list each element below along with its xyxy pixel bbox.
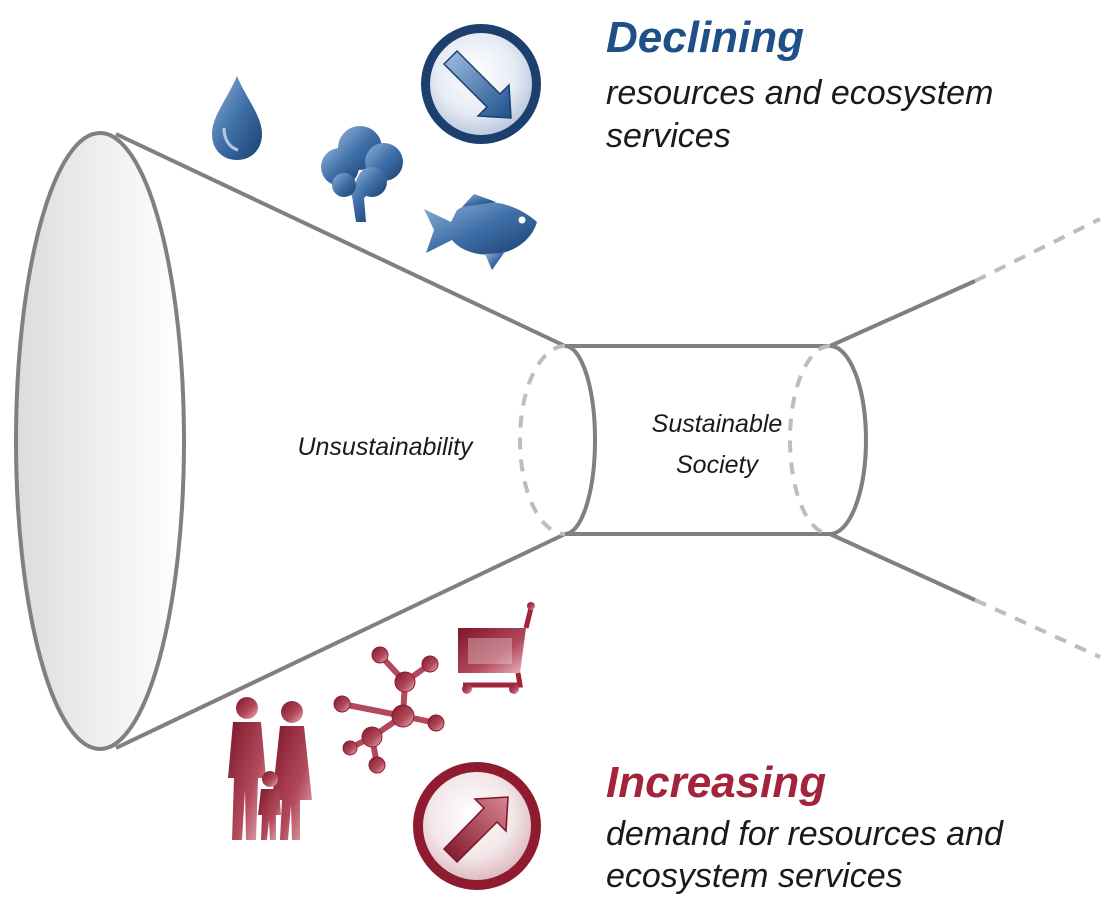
declining-subtext-line1: resources and ecosystem	[606, 74, 993, 112]
increasing-subtext-line1: demand for resources and	[606, 815, 1004, 853]
unsustainability-label: Unsustainability	[297, 433, 474, 461]
cone-bottom-edge	[115, 532, 566, 750]
funnel-mouth	[14, 131, 186, 751]
funnel-dashed-parts	[518, 217, 1101, 659]
sustainable-label: Sustainable	[652, 410, 783, 438]
declining-arrow-button	[421, 24, 541, 144]
increasing-heading: Increasing	[606, 758, 826, 807]
increasing-subtext-line2: ecosystem services	[606, 857, 903, 895]
shopping-cart-icon	[458, 602, 535, 694]
fish-icon	[424, 194, 537, 270]
tube-exit-arc	[829, 344, 868, 536]
declining-heading: Declining	[606, 13, 804, 62]
tube-exit-back-arc	[788, 344, 831, 536]
tube-entry-arc	[564, 344, 597, 536]
family-icon	[228, 697, 312, 840]
flare-top-dashed	[974, 217, 1101, 283]
tree-icon	[321, 126, 403, 222]
flare-bottom-edge	[829, 532, 976, 602]
tube-entry-back-arc	[518, 344, 566, 536]
increasing-arrow-button	[413, 762, 541, 890]
society-label: Society	[676, 451, 759, 479]
arrow-up-right-icon	[442, 796, 509, 864]
flare-top-edge	[829, 279, 976, 348]
flare-bottom-dashed	[974, 598, 1101, 659]
cone-top-edge	[115, 132, 566, 348]
funnel	[14, 131, 976, 751]
declining-subtext-line2: services	[606, 117, 731, 155]
arrow-down-right-icon	[442, 49, 512, 119]
water-drop-icon	[212, 76, 262, 160]
molecule-icon	[333, 646, 445, 774]
